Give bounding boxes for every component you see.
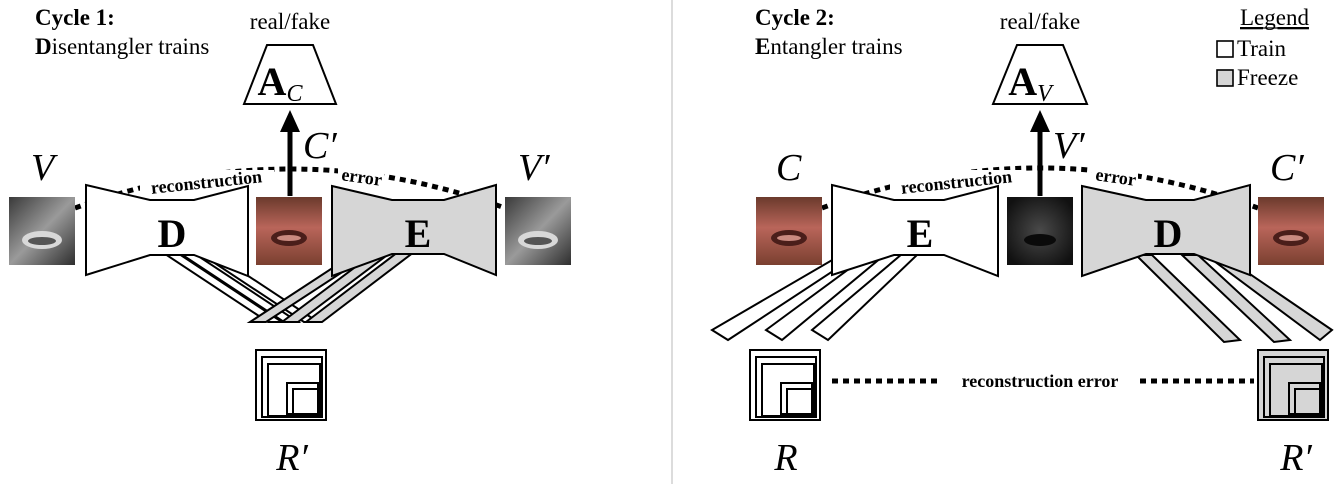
cycle-2-reconstruction-arc	[821, 165, 1259, 211]
legend-label-train: Train	[1237, 36, 1286, 61]
cycle-2-encoder-block	[831, 183, 999, 278]
cycle-2-arrowhead	[1030, 110, 1050, 132]
cycle-1-residual-label: R′	[275, 437, 308, 479]
cycle-2-decoder-block	[1081, 183, 1251, 278]
cycle-1-adversary-output: real/fake	[250, 9, 330, 34]
cycle-1-adversary-label: AC	[258, 59, 304, 107]
cycle-2-input-image	[756, 197, 822, 265]
cycle-1-decoder-letter: E	[405, 211, 432, 256]
cycle-1-residual-stack	[255, 349, 327, 421]
legend-swatch-train	[1216, 40, 1234, 58]
cycle-2-latent-image	[1007, 197, 1073, 265]
cycle-2-adversary-label: AV	[1008, 59, 1054, 107]
cycle-2-adversary-block	[991, 44, 1089, 105]
cycle-1-decoder-block	[331, 183, 497, 278]
cycle-1-input-label: V	[31, 147, 58, 189]
cycle-2-residual-input-stack	[749, 349, 821, 421]
cycle-2-panel: Cycle 2: Entangler trains real/fake AV V…	[710, 5, 1334, 479]
legend-label-freeze: Freeze	[1237, 65, 1298, 90]
cycle-1-panel: Cycle 1: Disentangler trains real/fake A…	[9, 5, 571, 479]
cycle-1-output-image	[505, 197, 571, 265]
cycle-2-arrow-label: V′	[1053, 125, 1085, 167]
cycle-1-reconstruction-arc	[74, 166, 506, 211]
cycle-1-latent-image	[256, 197, 322, 265]
cycle-2-subtitle: Entangler trains	[755, 34, 903, 59]
cycle-1-subtitle: Disentangler trains	[35, 34, 209, 59]
cycle-1-encoder-block	[85, 183, 249, 278]
legend: Legend Train Freeze	[1216, 5, 1309, 90]
cycle-2-encoder-letter: E	[907, 211, 934, 256]
cycle-1-input-image	[9, 197, 75, 265]
cycle-2-output-image	[1258, 197, 1324, 265]
cycle-1-arrowhead	[280, 110, 300, 132]
cycle-2-residual-error-label: reconstruction error	[962, 371, 1119, 391]
cycle-2-residual-output-stack	[1257, 349, 1329, 421]
cycle-1-output-label: V′	[518, 147, 550, 189]
cycle-2-adversary-output: real/fake	[1000, 9, 1080, 34]
legend-swatch-freeze	[1216, 69, 1234, 87]
cycle-2-residual-input-label: R	[773, 437, 797, 479]
cycle-1-heading: Cycle 1:	[35, 5, 115, 30]
cycle-2-input-label: C	[776, 147, 802, 189]
cycle-1-encoder-letter: D	[158, 211, 187, 256]
cycle-2-decoder-letter: D	[1154, 211, 1183, 256]
cycle-1-adversary-block	[242, 44, 338, 105]
cycle-2-residual-output-label: R′	[1279, 437, 1312, 479]
cycle-2-heading: Cycle 2:	[755, 5, 835, 30]
legend-title: Legend	[1240, 5, 1309, 30]
cycle-1-arrow-label: C′	[303, 125, 337, 167]
cycle-2-output-label: C′	[1270, 147, 1304, 189]
